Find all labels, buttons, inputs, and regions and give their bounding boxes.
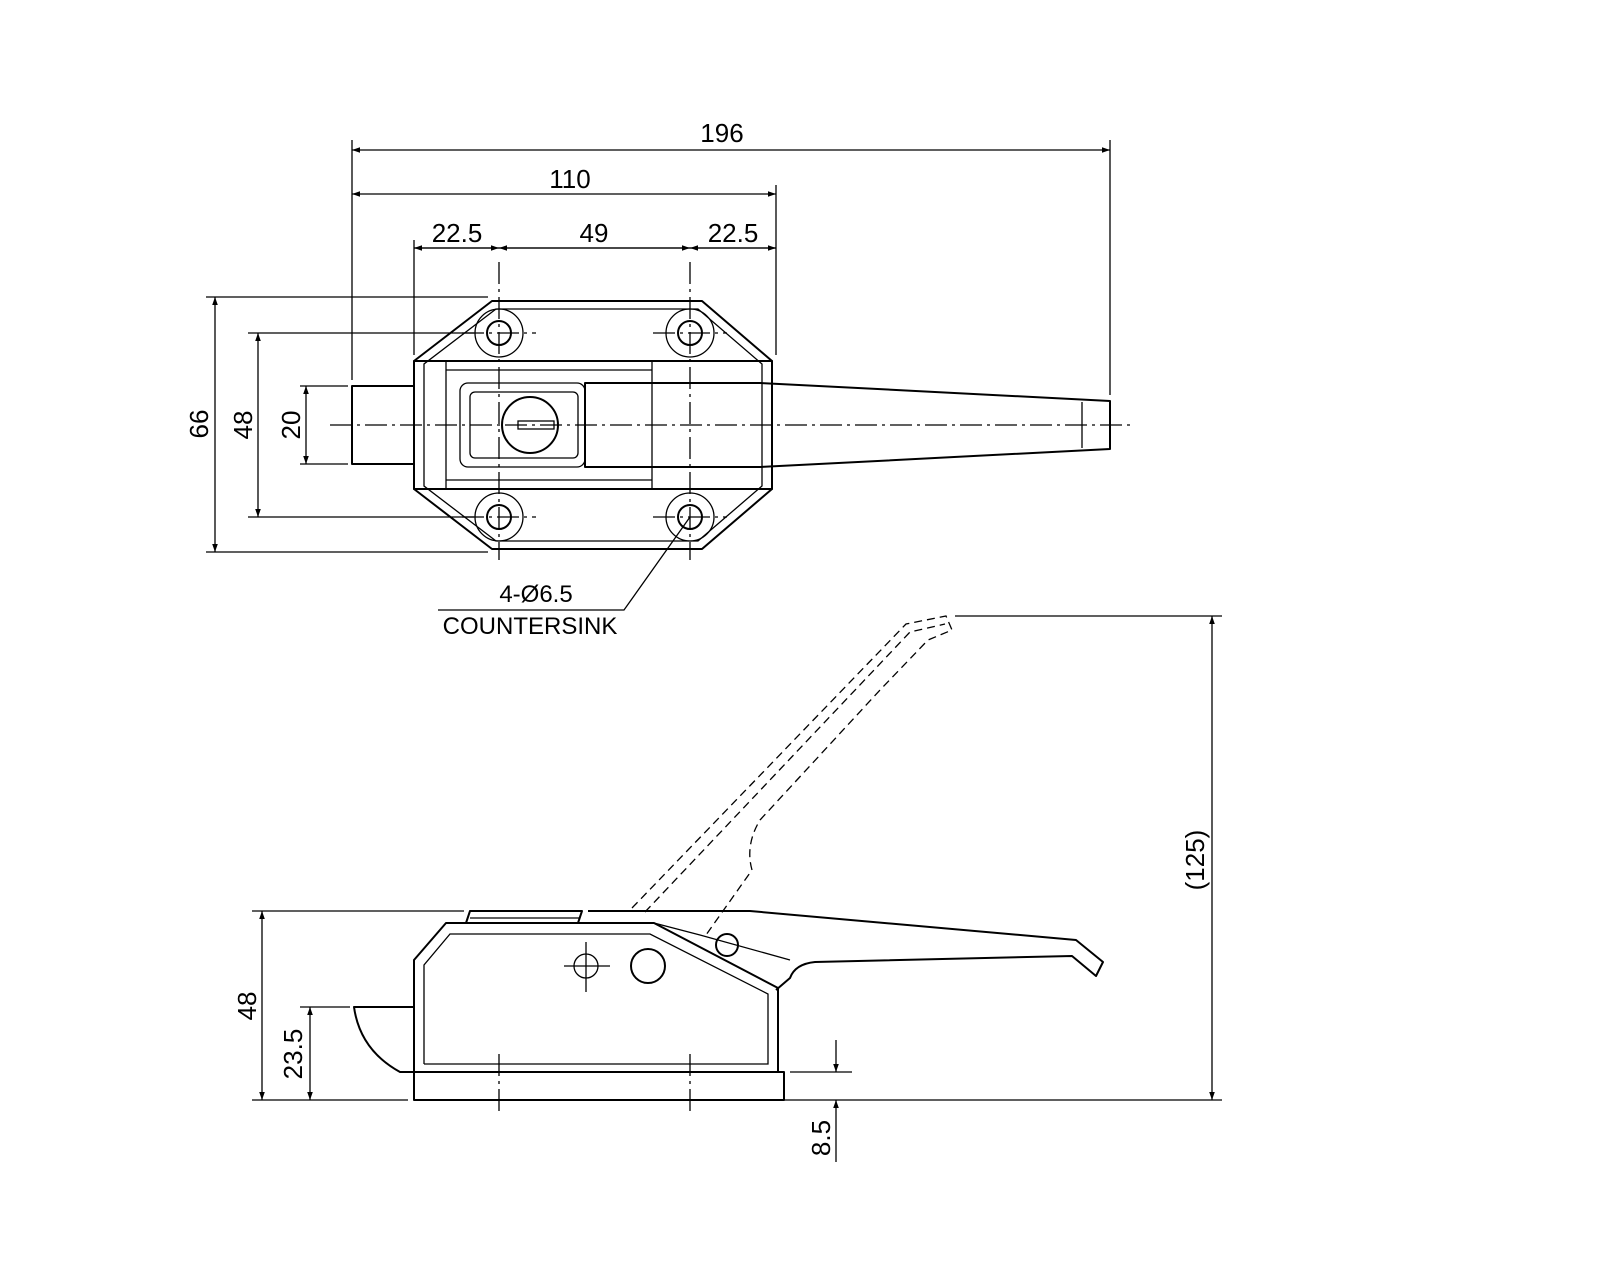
handle-open-phantom-inner [644,623,946,913]
dim-body-height: 48 [232,992,262,1021]
top-view-extension-lines [206,140,1111,553]
handle-arm [584,382,1111,468]
handle-closed [588,910,1104,991]
top-cap [465,910,583,924]
dim-body-length: 110 [549,164,590,194]
dim-open-height: (125) [1180,830,1210,891]
top-view: 196 110 22.5 49 22.5 66 48 20 4-Ø6.5 COU… [184,118,1135,640]
key-slot [517,420,555,430]
side-view-extension-lines [252,615,1222,1101]
hole-callout-leader [438,516,691,611]
base-plate [413,1071,785,1101]
handle-closed-inner [653,922,791,961]
hole-callout-size: 4-Ø6.5 [499,581,572,608]
key-cylinder [501,396,559,454]
dim-hole-spacing-vertical: 48 [228,411,258,440]
dim-overall-length: 196 [700,118,743,148]
hole-callout-countersink: COUNTERSINK [443,613,618,640]
dim-hole-spacing: 49 [580,218,609,248]
dim-bolt-height: 20 [276,411,306,440]
dim-latch-height: 23.5 [278,1029,308,1080]
mounting-plate-inner [423,308,763,542]
dim-base-thickness: 8.5 [806,1120,836,1156]
mounting-holes [462,262,727,560]
housing [413,360,773,490]
dim-overall-height: 66 [184,410,214,439]
dim-hole-offset-left: 22.5 [432,218,483,248]
handle-pocket-inner [469,391,579,459]
side-view: 48 23.5 (125) 8.5 [232,615,1222,1162]
side-hole [630,948,666,984]
dim-hole-offset-right: 22.5 [708,218,759,248]
latch-body [413,922,779,1073]
latch-hook [353,1006,415,1073]
latch-body-inner [423,933,769,1065]
handle-open-phantom [631,615,953,936]
